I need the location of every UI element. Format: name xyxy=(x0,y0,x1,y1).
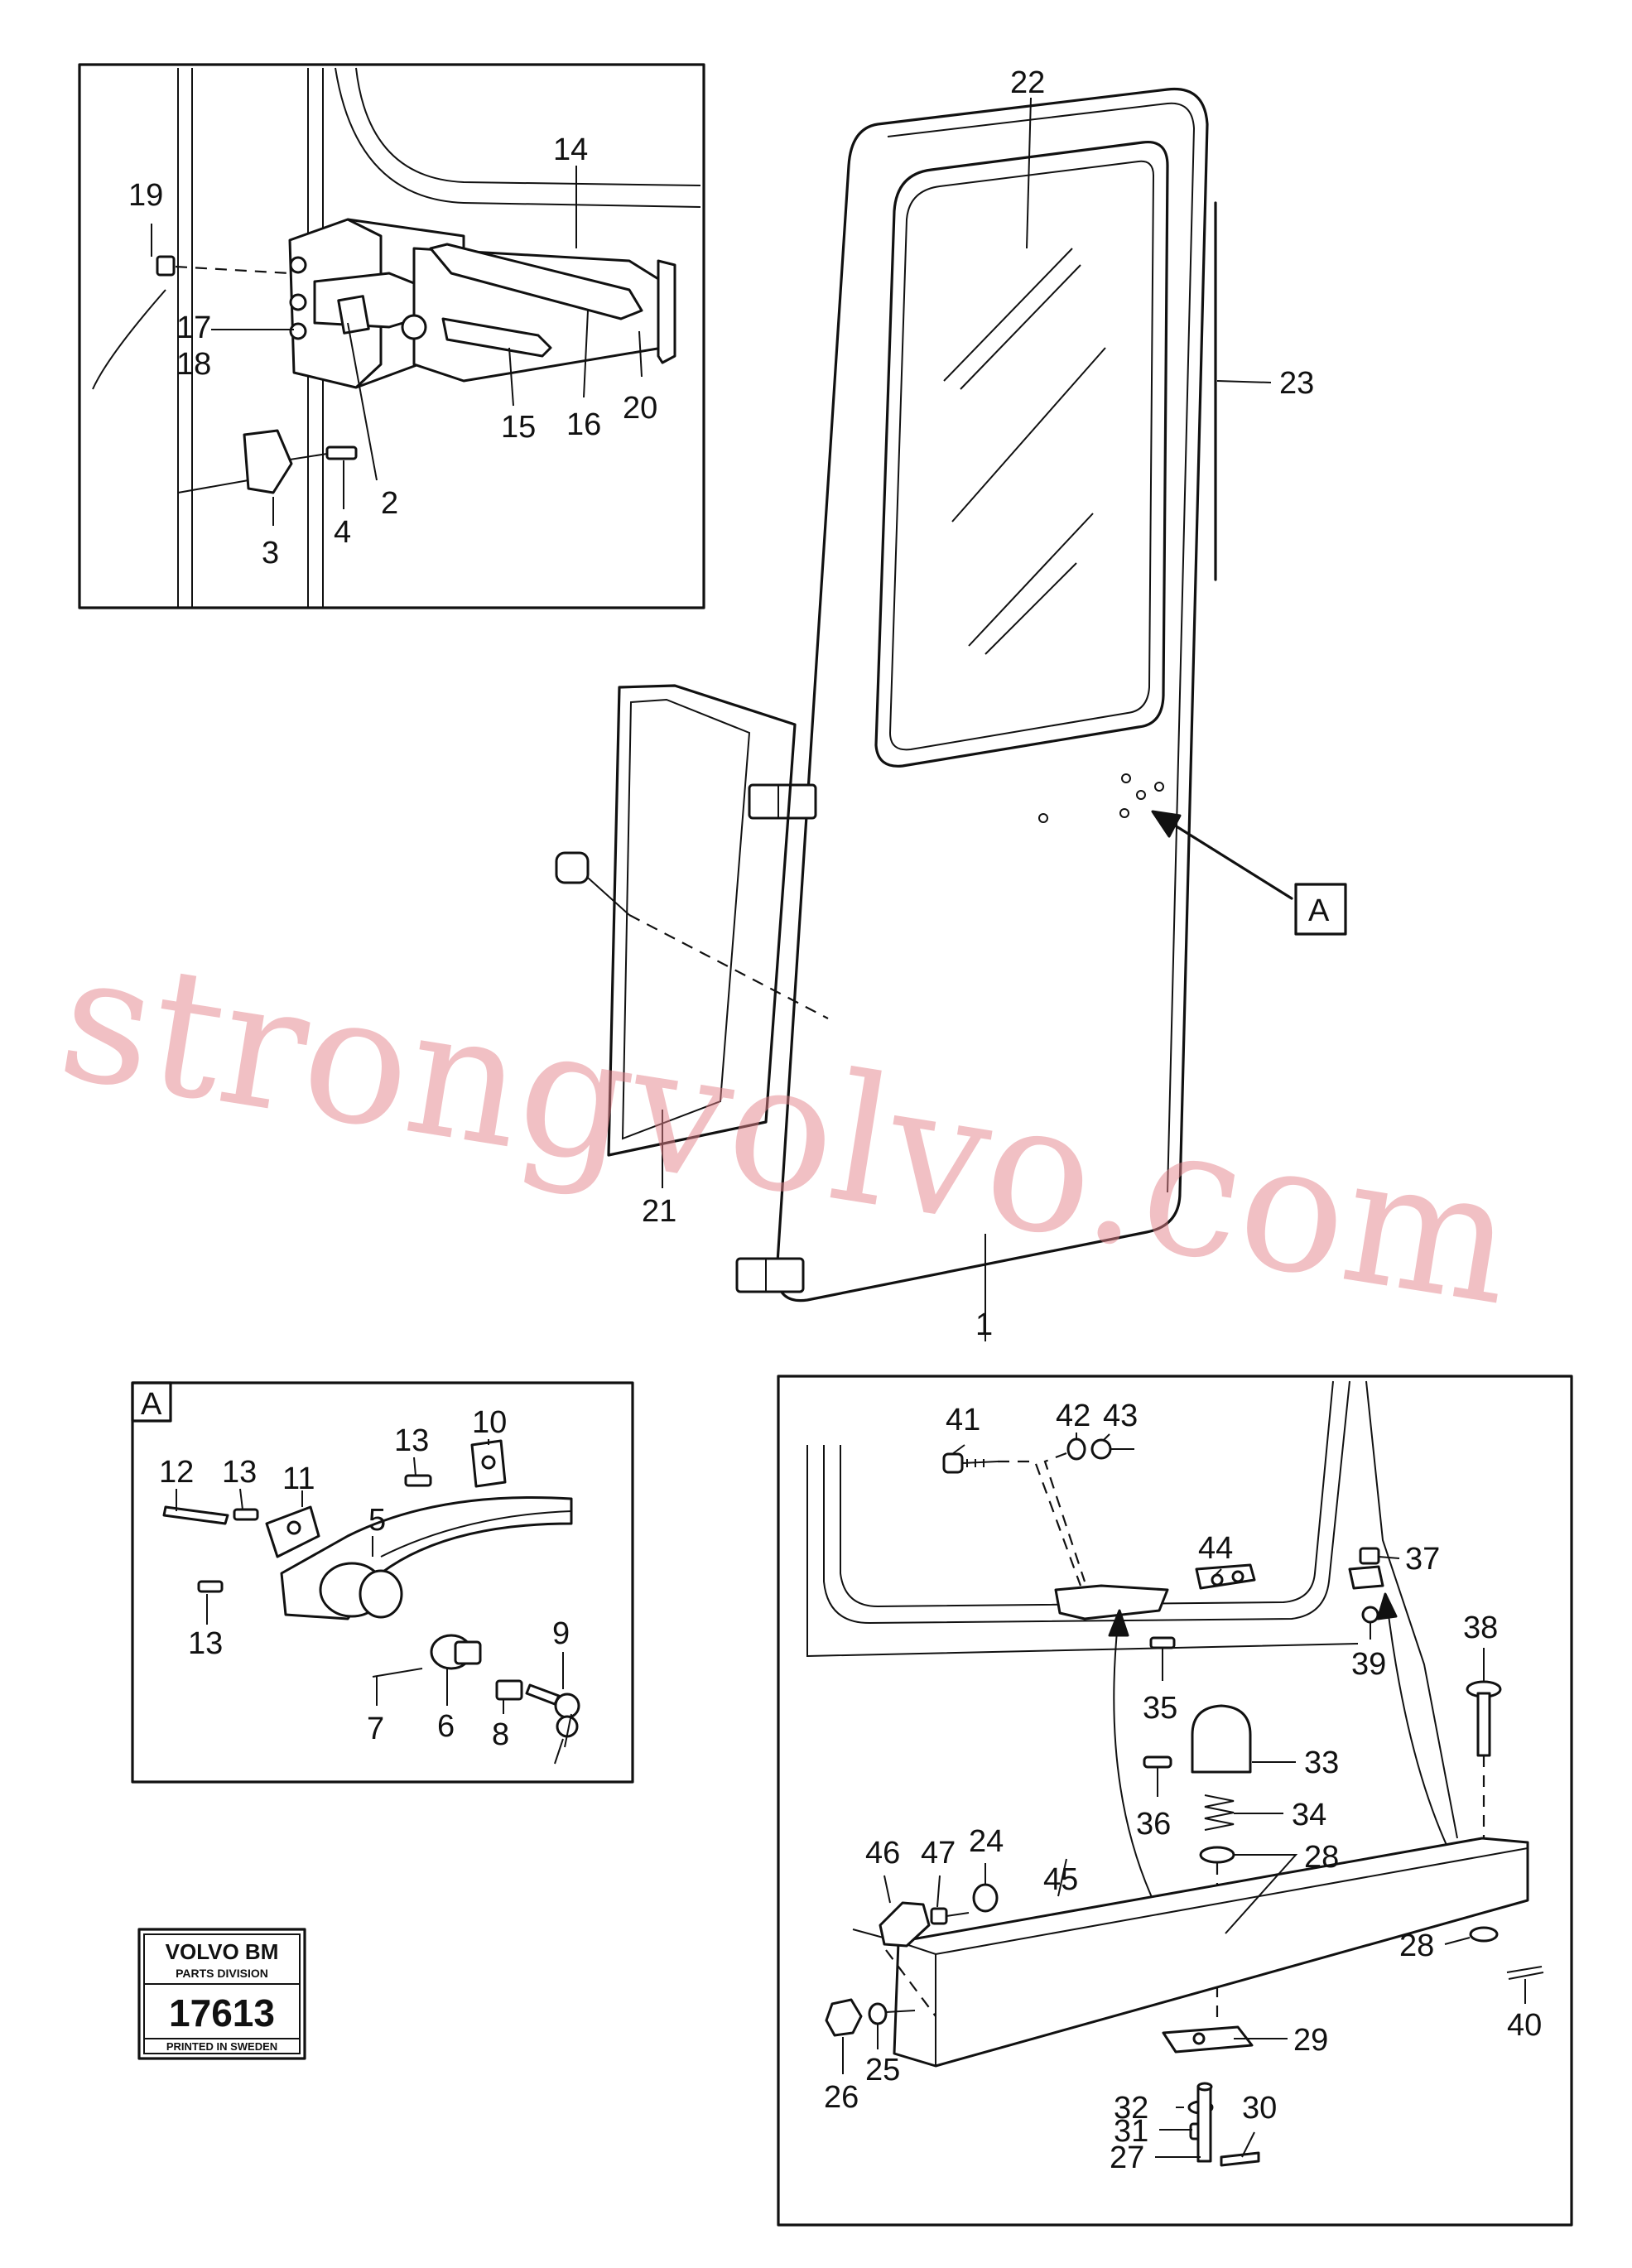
label-13b: 13 xyxy=(188,1626,223,1661)
label-28a: 28 xyxy=(1304,1840,1339,1875)
label-32: 32 xyxy=(1114,2091,1148,2126)
window-frame-background xyxy=(806,1380,1458,1839)
label-21: 21 xyxy=(642,1194,676,1229)
glass-reflection xyxy=(943,248,1106,655)
label-39: 39 xyxy=(1351,1647,1386,1682)
label-8: 8 xyxy=(492,1717,509,1752)
label-38: 38 xyxy=(1463,1611,1498,1645)
callout-a-box xyxy=(1294,883,1347,936)
hinge-upper xyxy=(748,783,817,820)
inset-door-closer: 41 42 43 44 37 39 38 35 33 34 36 28 46 4… xyxy=(777,1375,1573,2227)
label-23: 23 xyxy=(1279,366,1314,401)
view-a-frame xyxy=(131,1381,634,1784)
label-2: 2 xyxy=(381,486,398,521)
label-13c: 13 xyxy=(394,1423,429,1458)
screw-4 xyxy=(289,445,358,460)
label-16: 16 xyxy=(566,407,601,442)
striker-plate-3 xyxy=(177,429,293,494)
inset-frame xyxy=(78,63,705,609)
label-33: 33 xyxy=(1304,1746,1339,1780)
label-29: 29 xyxy=(1293,2023,1328,2058)
label-44: 44 xyxy=(1198,1531,1233,1566)
label-25: 25 xyxy=(865,2053,900,2087)
label-43: 43 xyxy=(1103,1399,1138,1433)
label-35: 35 xyxy=(1143,1691,1177,1726)
label-10: 10 xyxy=(472,1405,507,1440)
label-42: 42 xyxy=(1056,1399,1090,1433)
label-19: 19 xyxy=(128,178,163,213)
hinge-lower xyxy=(735,1257,805,1293)
label-27: 27 xyxy=(1110,2140,1144,2175)
label-31: 31 xyxy=(1114,2114,1148,2149)
badge-printed: PRINTED IN SWEDEN xyxy=(166,2040,277,2053)
label-15: 15 xyxy=(501,410,536,445)
label-26: 26 xyxy=(824,2080,859,2115)
label-1: 1 xyxy=(975,1307,993,1342)
label-18: 18 xyxy=(176,347,211,382)
badge-brand: VOLVO BM xyxy=(166,1939,279,1964)
view-a-letter: A xyxy=(141,1387,162,1422)
label-12: 12 xyxy=(159,1455,194,1490)
label-20: 20 xyxy=(623,391,657,426)
label-37: 37 xyxy=(1405,1542,1440,1577)
cab-frame-background xyxy=(92,67,701,608)
bolt-19 xyxy=(156,255,291,277)
label-4: 4 xyxy=(334,515,351,550)
label-30: 30 xyxy=(1242,2091,1277,2126)
label-17: 17 xyxy=(176,311,211,345)
label-41: 41 xyxy=(946,1403,980,1437)
handle-holes xyxy=(1038,773,1164,823)
inset-handle-view-a: A 12 xyxy=(131,1381,634,1784)
label-11: 11 xyxy=(282,1461,315,1496)
label-6: 6 xyxy=(437,1709,455,1744)
callout-a-letter: A xyxy=(1308,893,1330,928)
label-40: 40 xyxy=(1507,2008,1542,2043)
label-46: 46 xyxy=(865,1836,900,1871)
label-34: 34 xyxy=(1292,1798,1326,1832)
label-45: 45 xyxy=(1043,1862,1078,1897)
volvo-bm-badge: VOLVO BM PARTS DIVISION 17613 PRINTED IN… xyxy=(137,1928,306,2060)
label-7: 7 xyxy=(367,1712,384,1746)
label-5: 5 xyxy=(368,1503,386,1538)
label-13a: 13 xyxy=(222,1455,257,1490)
cab-door: A 22 23 1 xyxy=(735,65,1347,1342)
label-3: 3 xyxy=(262,536,279,571)
badge-number: 17613 xyxy=(169,1991,275,2034)
door-lock-assembly xyxy=(288,218,676,389)
badge-division: PARTS DIVISION xyxy=(176,1967,268,1980)
label-24: 24 xyxy=(969,1824,1004,1859)
label-36: 36 xyxy=(1136,1807,1171,1842)
label-47: 47 xyxy=(921,1836,956,1871)
inset-door-lock: 14 19 17 18 15 16 20 2 3 4 xyxy=(78,63,705,609)
label-9: 9 xyxy=(552,1616,570,1651)
inner-panel-21: 21 xyxy=(555,684,829,1229)
label-14: 14 xyxy=(553,132,588,167)
closer-inset-frame xyxy=(777,1375,1573,2227)
label-28b: 28 xyxy=(1399,1929,1434,1963)
label-22: 22 xyxy=(1010,65,1045,100)
